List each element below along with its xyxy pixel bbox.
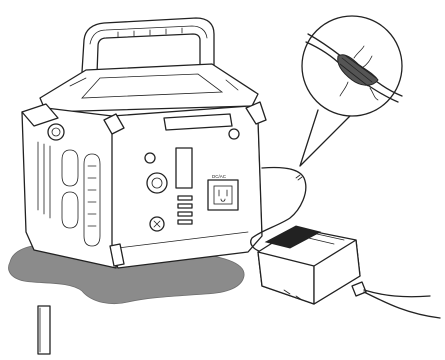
callout-pointer [300, 110, 350, 166]
power-adapter [258, 226, 366, 304]
light-button-icon [145, 153, 155, 163]
car-port-icon [147, 173, 167, 193]
mains-cable [364, 290, 430, 297]
panel-label: DC/AC [212, 174, 227, 179]
side-knob-icon [48, 124, 64, 140]
power-button-icon [229, 129, 239, 139]
lcd-screen [176, 148, 192, 188]
power-station: DC/AC [22, 18, 266, 268]
top-cover [40, 64, 258, 112]
ac-outlet-icon [208, 180, 238, 210]
left-side-panel [22, 108, 116, 268]
